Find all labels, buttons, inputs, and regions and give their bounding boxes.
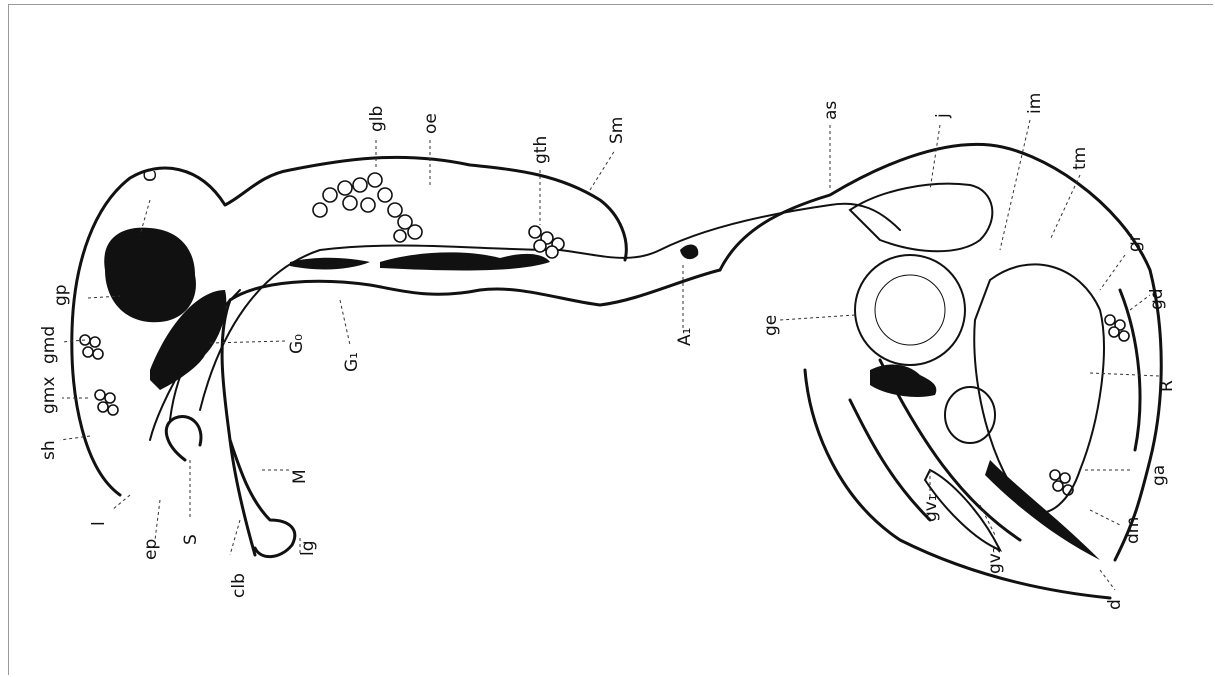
abdominal-ganglion-1 <box>680 245 698 260</box>
label-M: M <box>290 469 310 484</box>
label-as: as <box>821 101 841 120</box>
label-Sm: Sm <box>607 117 627 144</box>
label-gv1: gv₁ <box>921 494 941 522</box>
organ-gv1 <box>945 387 995 443</box>
mouth-sac <box>166 417 201 460</box>
label-S: S <box>181 534 201 545</box>
label-tm: tm <box>1070 147 1090 170</box>
gland-cluster-glb <box>313 173 422 242</box>
label-C: C <box>141 170 161 182</box>
label-ge: ge <box>761 315 781 336</box>
label-Go: G₀ <box>287 334 307 354</box>
label-gr: gr <box>1125 234 1145 252</box>
label-G1: G₁ <box>342 352 362 372</box>
label-l: l <box>89 521 109 526</box>
label-gd: gd <box>1147 288 1167 310</box>
gland-cluster-gth <box>529 226 564 258</box>
label-clb: clb <box>229 573 249 598</box>
gland-cluster-gmd <box>80 335 103 359</box>
label-gp: gp <box>51 284 71 306</box>
ventral-nerve-cord-2 <box>380 252 550 270</box>
abdominal-ganglion-2 <box>870 365 936 397</box>
label-ep: ep <box>141 539 161 560</box>
label-d: d <box>1105 599 1125 610</box>
label-lg: lg <box>298 540 318 556</box>
label-gth: gth <box>531 136 551 164</box>
organ-ge <box>855 255 965 365</box>
label-dm: dm <box>1123 517 1143 544</box>
ventral-nerve-cord-1 <box>290 258 370 270</box>
label-A1: A₁ <box>675 328 695 346</box>
label-ga: ga <box>1149 465 1169 486</box>
organ-j <box>850 184 992 252</box>
organ-ge-inner <box>875 275 945 345</box>
label-gmd: gmd <box>39 326 59 364</box>
dart-sac <box>985 460 1100 560</box>
label-gv2: gv₂ <box>985 546 1005 574</box>
label-glb: glb <box>367 106 387 132</box>
label-im: im <box>1025 93 1045 114</box>
gland-cluster-gmx <box>95 390 118 415</box>
label-sh: sh <box>39 440 59 460</box>
cerebral-ganglion <box>104 228 196 323</box>
gland-cluster-gd <box>1105 315 1129 341</box>
label-R: R <box>1157 380 1177 392</box>
label-j: j <box>933 113 953 119</box>
body-outline-ventral <box>222 270 720 555</box>
label-gmx: gmx <box>39 377 59 414</box>
label-oe: oe <box>421 113 441 134</box>
